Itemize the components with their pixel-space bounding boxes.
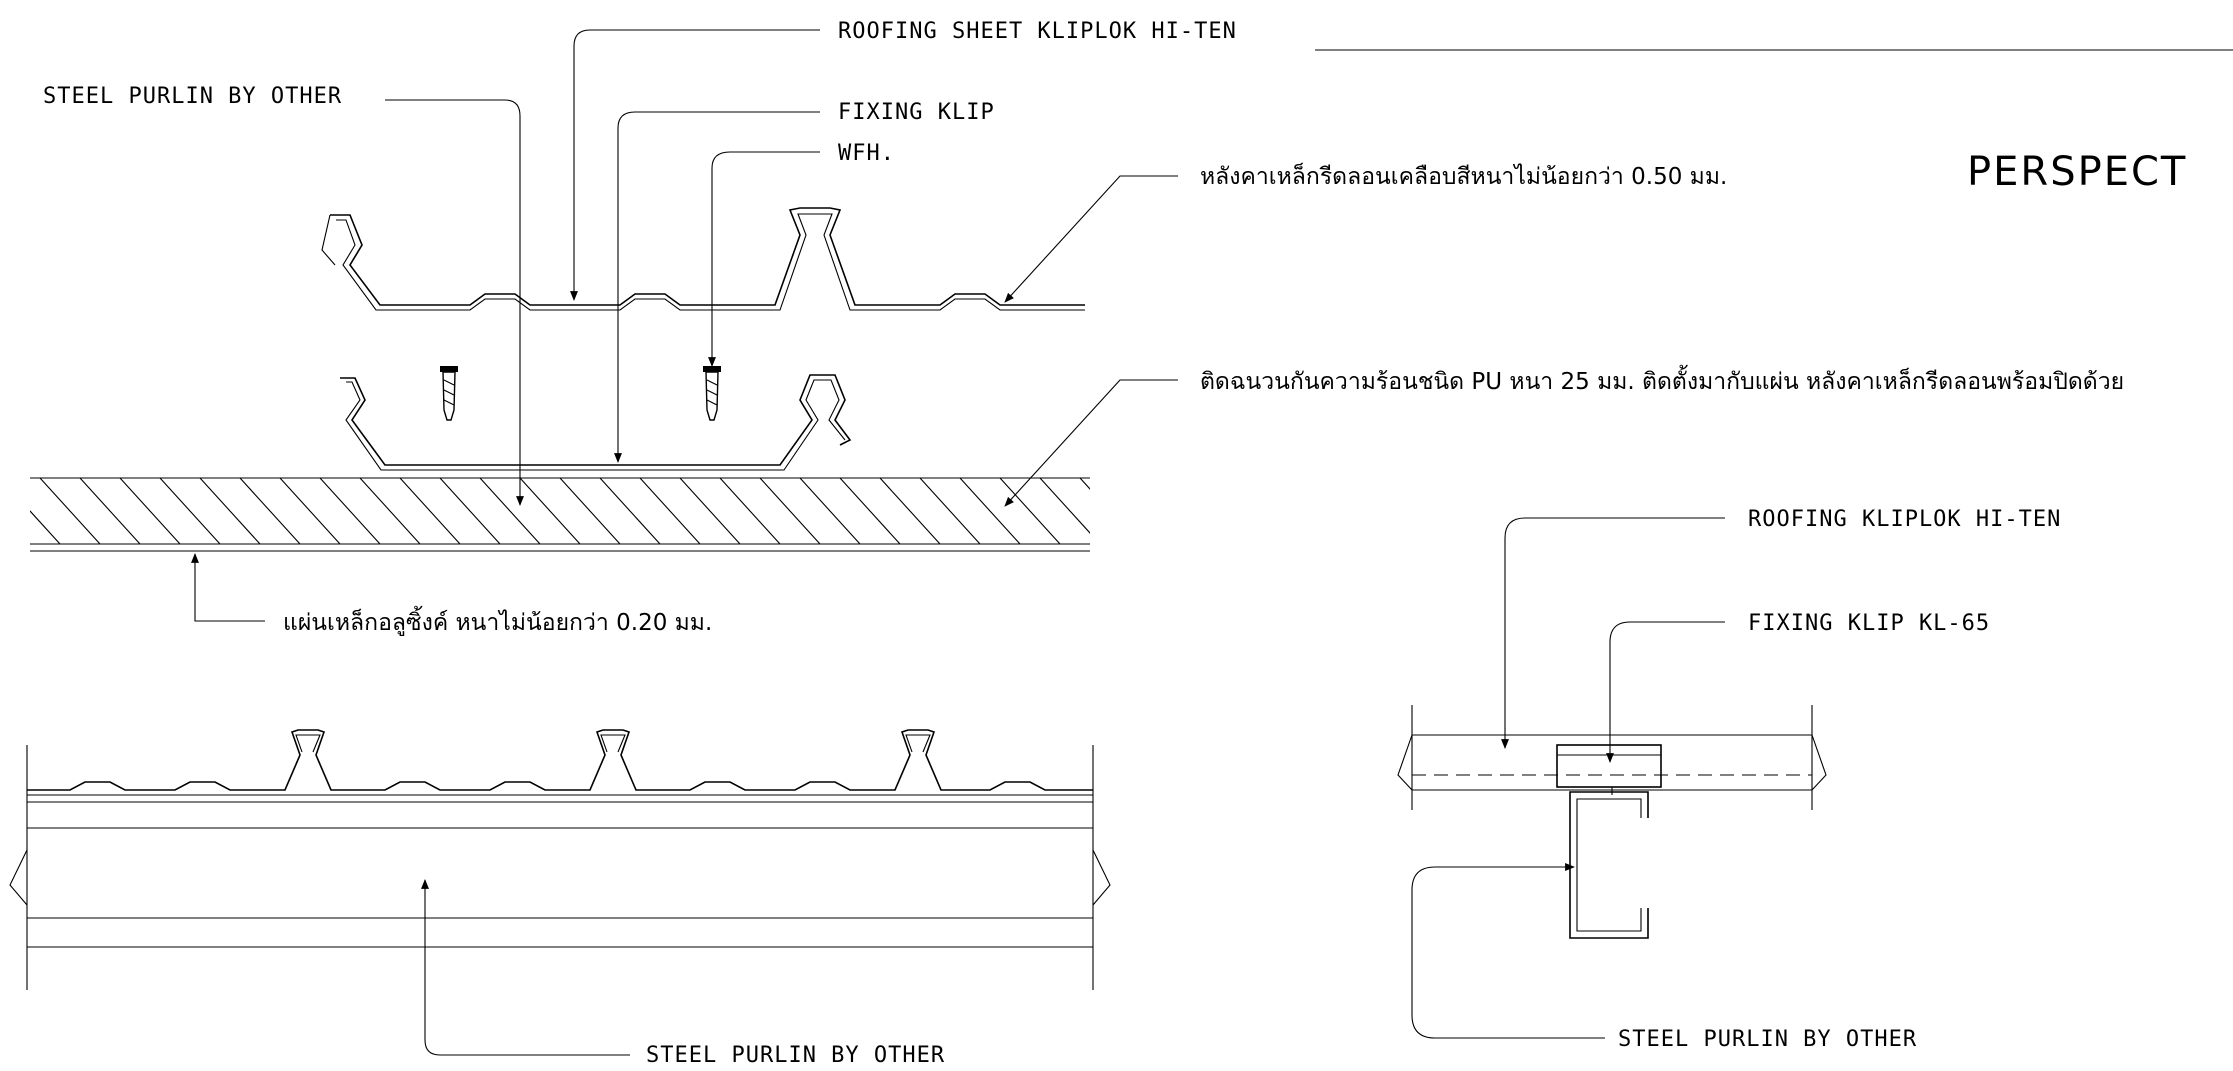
- leader-note-foil: [191, 553, 265, 622]
- label-steel-purlin-bottom: STEEL PURLIN BY OTHER: [646, 1043, 945, 1068]
- leader-fixing-klip: [614, 111, 820, 463]
- screw-left-icon: [440, 366, 458, 421]
- leader-fixing-klip-kl: [1606, 621, 1725, 763]
- note-sheet-thai: หลังคาเหล็กรีดลอนเคลือบสีหนาไม่น้อยกว่า …: [1200, 161, 1727, 190]
- label-fixing-klip: FIXING KLIP: [838, 100, 995, 125]
- detail-a: ROOFING SHEET KLIPLOK HI-TEN STEEL PURLI…: [30, 19, 2124, 636]
- screw-right-icon: [703, 366, 721, 421]
- roofing-sheet-profile: [321, 207, 1085, 311]
- leader-note-insulation: [1004, 379, 1178, 507]
- label-roofing-sheet: ROOFING SHEET KLIPLOK HI-TEN: [838, 19, 1237, 44]
- hatched-purlin-section: [30, 477, 1090, 552]
- label-steel-purlin-c: STEEL PURLIN BY OTHER: [1618, 1027, 1917, 1052]
- drawing-title: PERSPECT: [1967, 149, 2187, 195]
- leader-roofing-sheet: [570, 29, 820, 301]
- detail-b: STEEL PURLIN BY OTHER: [9, 729, 1111, 1068]
- leader-roofing-klip: [1501, 517, 1725, 749]
- roofing-sheet-long-profile: [27, 729, 1093, 796]
- c-purlin-section: [1569, 791, 1649, 939]
- note-foil-thai: แผ่นเหล็กอลูซิ้งค์ หนาไม่น้อยกว่า 0.20 ม…: [283, 606, 712, 636]
- fixing-klip-profile: [340, 374, 852, 471]
- label-steel-purlin-top: STEEL PURLIN BY OTHER: [43, 84, 342, 109]
- leader-steel-purlin-bottom: [421, 879, 630, 1056]
- label-wfh: WFH.: [838, 141, 895, 166]
- leader-steel-purlin-c: [1411, 863, 1605, 1039]
- leader-note-sheet: [1004, 175, 1178, 303]
- leader-wfh: [708, 151, 820, 367]
- detail-c: ROOFING KLIPLOK HI-TEN FIXING KLIP KL-65…: [1397, 507, 2061, 1052]
- fixing-klip-block: [1556, 744, 1662, 788]
- note-insulation-thai: ติดฉนวนกันความร้อนชนิด PU หนา 25 มม. ติด…: [1200, 365, 2124, 395]
- label-roofing-klip: ROOFING KLIPLOK HI-TEN: [1748, 507, 2061, 532]
- leader-steel-purlin-top: [385, 99, 524, 506]
- label-fixing-klip-kl: FIXING KLIP KL-65: [1748, 611, 1990, 636]
